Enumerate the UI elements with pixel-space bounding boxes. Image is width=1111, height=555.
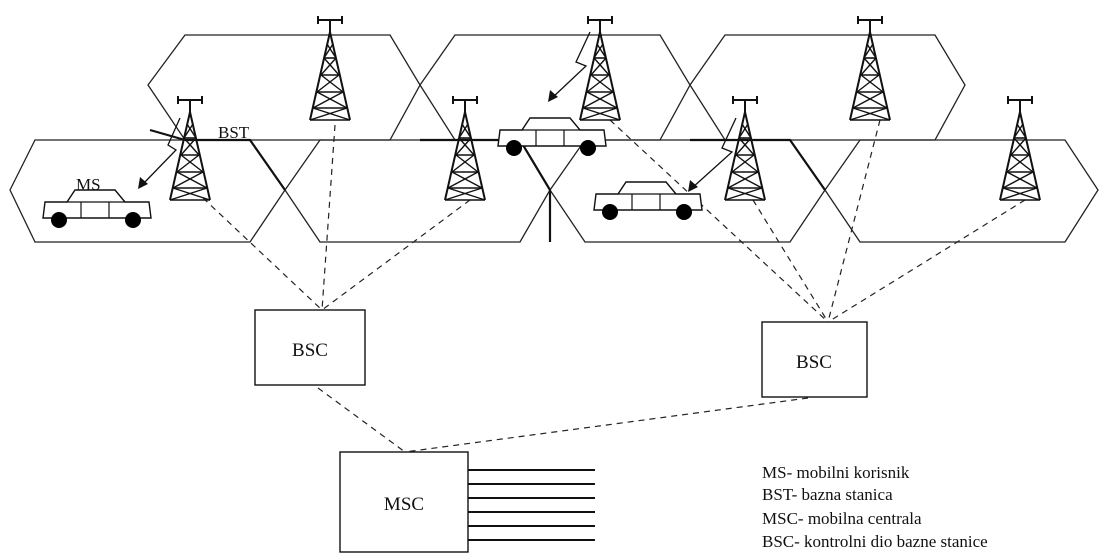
cell-top-3 xyxy=(689,34,966,141)
bsc-right-box xyxy=(761,321,868,398)
legend-item-bst: BST- bazna stanica xyxy=(762,485,893,504)
msc: MSC xyxy=(339,451,595,553)
signal-icon-2 xyxy=(551,31,591,99)
tower-icon-6 xyxy=(849,15,891,121)
msc-box xyxy=(339,451,469,553)
bsc-right-label: BSC xyxy=(796,352,832,373)
cell-top-1 xyxy=(147,34,421,141)
ms-label: MS xyxy=(76,175,101,194)
cells-bottom-row xyxy=(9,139,1099,243)
signal-icon-3 xyxy=(691,117,737,189)
msc-trunk-lines xyxy=(468,469,595,541)
cell-bottom-1 xyxy=(9,139,286,243)
cell-bottom-2 xyxy=(284,139,551,243)
tower-icon-2 xyxy=(309,15,351,121)
bsc-left-label: BSC xyxy=(292,340,328,361)
bsc-left-box xyxy=(254,309,366,386)
car-icon-2 xyxy=(497,117,607,157)
bsc-left: BSC xyxy=(254,309,366,386)
radio-signals xyxy=(138,31,737,192)
bst-label: BST xyxy=(218,123,250,142)
legend-item-bsc: BSC- kontrolni dio bazne stanice xyxy=(762,532,988,551)
car-icon-3 xyxy=(593,181,703,221)
bsc-right: BSC xyxy=(761,321,868,398)
links-to-left-bsc xyxy=(202,124,471,311)
legend-item-ms: MS- mobilni korisnik xyxy=(762,463,910,482)
cell-bottom-4 xyxy=(824,139,1099,243)
tower-icon-7 xyxy=(999,95,1041,201)
base-station-towers xyxy=(169,15,1041,201)
mobile-stations xyxy=(42,117,703,229)
legend-item-msc: MSC- mobilna centrala xyxy=(762,509,922,528)
tower-icon-1 xyxy=(169,95,211,201)
cell-boundaries xyxy=(149,128,826,242)
links-to-right-bsc xyxy=(609,119,1026,323)
car-icon-1 xyxy=(42,189,152,229)
msc-label: MSC xyxy=(384,494,424,515)
tower-icon-5 xyxy=(724,95,766,201)
signal-icon-1 xyxy=(141,117,181,186)
legend: MS- mobilni korisnik BST- bazna stanica … xyxy=(762,463,988,551)
links-bsc-to-msc xyxy=(317,387,809,453)
tower-icon-3 xyxy=(444,95,486,201)
tower-icon-4 xyxy=(579,15,621,121)
